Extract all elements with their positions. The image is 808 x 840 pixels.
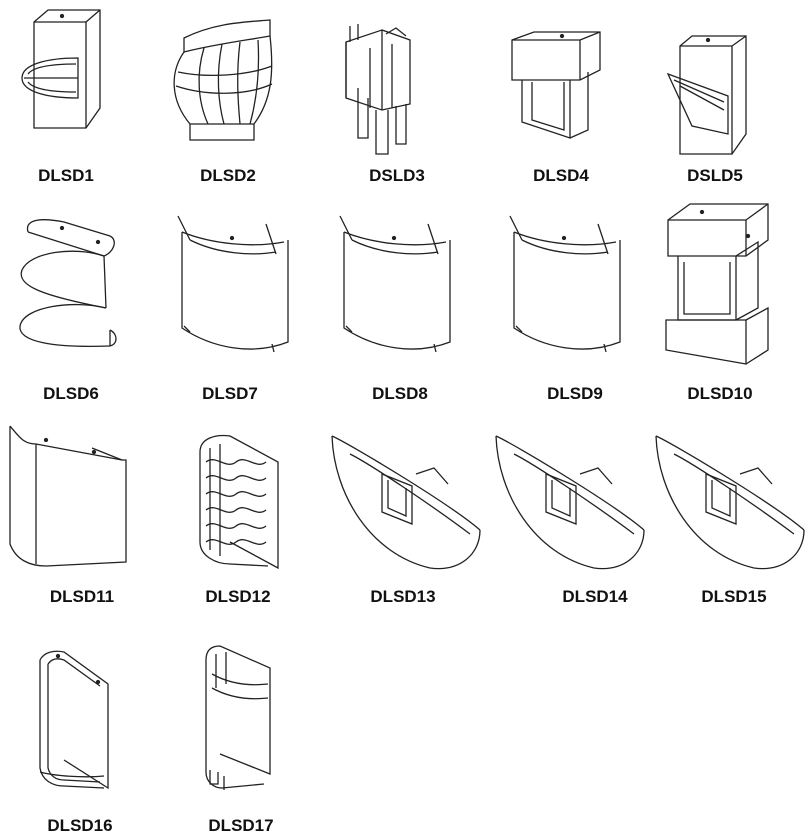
curved-glass-sconce-icon <box>172 212 298 358</box>
rectangular-sconce-with-curved-shade-icon <box>18 8 108 132</box>
product-label: DLSD15 <box>701 587 767 606</box>
product-label: DLSD9 <box>547 384 603 403</box>
product-label: DLSD13 <box>370 587 436 606</box>
half-cylinder-sconce-icon <box>6 424 130 574</box>
product-label: DSLD5 <box>687 166 743 185</box>
product-label: DLSD6 <box>43 384 99 403</box>
bowl-uplight-sconce-icon <box>654 434 808 574</box>
product-label: DLSD1 <box>38 166 94 185</box>
framed-half-cylinder-sconce-icon <box>34 648 114 790</box>
curved-glass-sconce-icon <box>504 212 630 358</box>
wave-scroll-sconce-icon <box>14 216 118 356</box>
product-label: DLSD8 <box>372 384 428 403</box>
product-label: DLSD11 <box>49 587 115 606</box>
wave-pattern-cylinder-sconce-icon <box>196 432 284 572</box>
bowl-uplight-sconce-icon <box>494 434 648 574</box>
layered-panel-sconce-icon <box>340 18 420 154</box>
angled-shade-box-sconce-icon <box>666 34 752 156</box>
bell-shaped-ribbed-sconce-icon <box>166 16 278 146</box>
curved-glass-sconce-icon <box>334 212 460 358</box>
product-label: DLSD16 <box>47 816 113 835</box>
slotted-half-cylinder-sconce-icon <box>200 644 274 792</box>
flat-top-box-sconce-icon <box>508 30 602 140</box>
bowl-uplight-sconce-icon <box>330 434 484 574</box>
product-label: DLSD2 <box>200 166 256 185</box>
product-label: DLSD14 <box>562 587 628 606</box>
product-label: DLSD12 <box>205 587 271 606</box>
product-label: DSLD3 <box>369 166 425 185</box>
product-label: DLSD10 <box>687 384 753 403</box>
tall-box-sconce-icon <box>664 200 774 368</box>
product-label: DLSD17 <box>208 816 274 835</box>
product-label: DLSD7 <box>202 384 258 403</box>
product-label: DLSD4 <box>533 166 589 185</box>
